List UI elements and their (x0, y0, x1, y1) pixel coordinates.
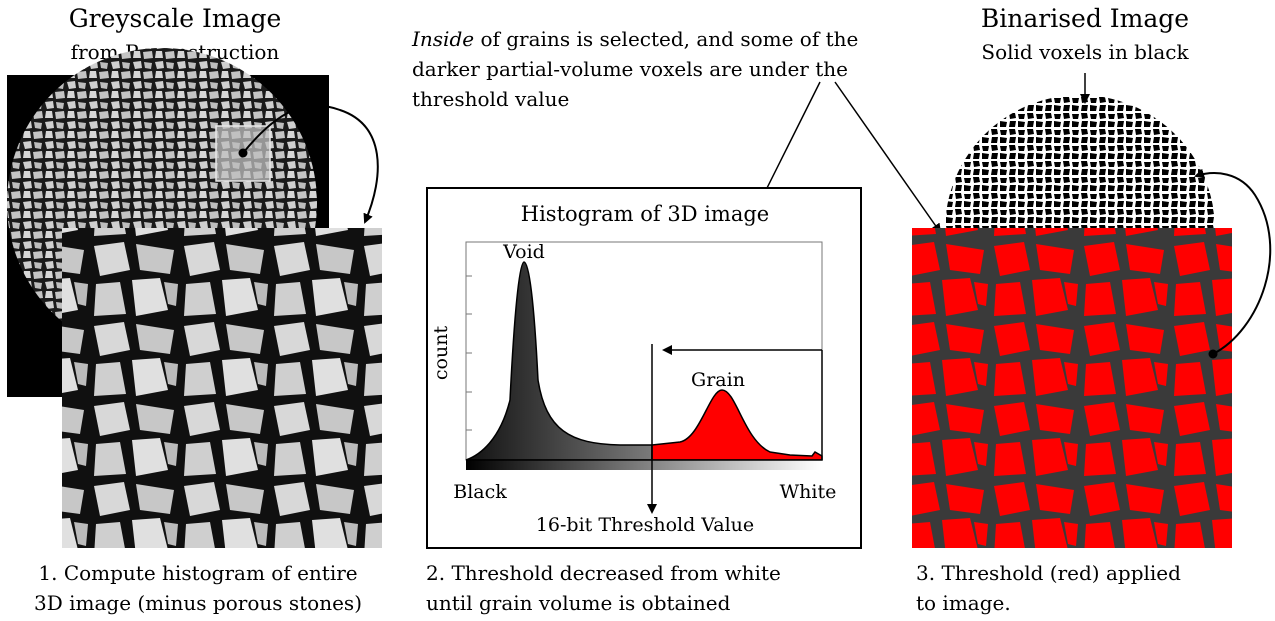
histogram-frame (426, 187, 862, 549)
thresholded-overlay-image (912, 228, 1232, 548)
binarised-subtitle: Solid voxels in black (981, 40, 1189, 64)
note-line1: of grains is selected, and some of the (474, 27, 859, 51)
histogram-title: Histogram of 3D image (521, 202, 769, 226)
caption-step1: 1. Compute histogram of entire 3D image … (8, 558, 388, 618)
caption-step3-line2: to image. (916, 591, 1011, 615)
note-line2: darker partial-volume voxels are under t… (412, 57, 848, 81)
note-line3: threshold value (412, 87, 570, 111)
caption-step1-line1: 1. Compute histogram of entire (38, 561, 358, 585)
caption-step3: 3. Threshold (red) applied to image. (916, 558, 1256, 618)
note-pointer-2 (834, 81, 942, 234)
grain-label: Grain (691, 369, 745, 391)
intensity-gradient-bar (466, 460, 822, 470)
zoom-arrow-1 (242, 104, 379, 224)
caption-step2-line1: 2. Threshold decreased from white (426, 561, 781, 585)
caption-step3-line1: 3. Threshold (red) applied (916, 561, 1181, 585)
void-label: Void (502, 241, 545, 263)
x-right-label: White (780, 481, 837, 503)
x-left-label: Black (453, 481, 507, 503)
y-axis-label: count (430, 326, 452, 381)
binarise-arrow (1194, 168, 1272, 355)
caption-step2-line2: until grain volume is obtained (426, 591, 731, 615)
selection-note: Inside of grains is selected, and some o… (412, 24, 912, 114)
greyscale-zoom-image (62, 228, 382, 548)
binarised-image (945, 95, 1215, 230)
void-peak (465, 261, 653, 461)
caption-step2: 2. Threshold decreased from white until … (426, 558, 866, 618)
note-italic: Inside (412, 27, 475, 51)
histogram-y-ticks (466, 275, 472, 431)
grain-peak-thresholded (651, 389, 823, 461)
greyscale-title: Greyscale Image (68, 4, 282, 33)
threshold-label: 16-bit Threshold Value (536, 514, 754, 536)
binarised-title: Binarised Image (980, 4, 1190, 33)
caption-step1-line2: 3D image (minus porous stones) (33, 591, 363, 615)
